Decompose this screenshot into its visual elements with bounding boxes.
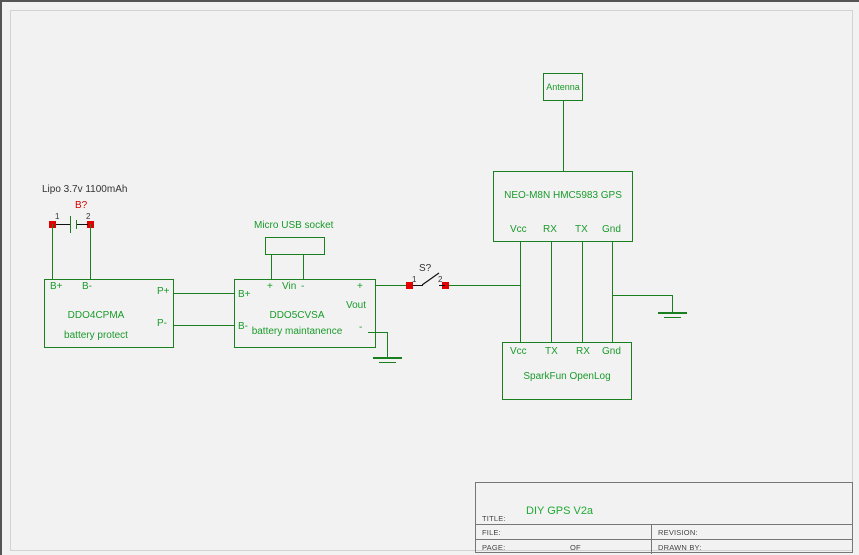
usb-socket-body[interactable] — [265, 237, 325, 255]
protect-pin-bminus: B- — [82, 281, 92, 292]
wire-gps-rx-to-log-tx — [551, 242, 552, 342]
battery-designator: B? — [75, 200, 88, 211]
wire-vout-minus — [368, 332, 388, 333]
title-block: DIY GPS V2a TITLE: FILE: PAGE: OF REVISI… — [475, 482, 853, 554]
switch-blade-icon — [421, 272, 440, 286]
wire-vcc-bus — [520, 242, 521, 342]
openlog-pin-tx: TX — [545, 346, 558, 357]
openlog-pin-gnd: Gnd — [602, 346, 621, 357]
title-block-title-label: TITLE: — [482, 514, 506, 523]
wire-gps-tx-to-log-rx — [582, 242, 583, 342]
title-block-revision-label: REVISION: — [658, 528, 698, 537]
switch-lead-right — [439, 285, 445, 286]
protect-description: battery protect — [64, 330, 128, 341]
title-block-of-label: OF — [570, 543, 581, 552]
gps-part-number: NEO-M8N HMC5983 GPS — [504, 190, 622, 201]
gps-pin-tx: TX — [575, 224, 588, 235]
battery-maintenance-block[interactable] — [234, 279, 376, 348]
antenna-block[interactable] — [543, 73, 583, 101]
title-block-divider-horizontal-2 — [476, 539, 852, 540]
ground-left-bar1 — [373, 357, 402, 359]
title-block-title-value: DIY GPS V2a — [526, 505, 594, 517]
protect-part-number: DDO4CPMA — [67, 310, 125, 321]
openlog-pin-rx: RX — [576, 346, 590, 357]
gps-module-block[interactable] — [493, 171, 633, 242]
maintenance-pin-vin-minus: - — [301, 281, 305, 292]
wire-gnd-bus — [612, 242, 613, 342]
title-block-file-label: FILE: — [482, 528, 501, 537]
antenna-label: Antenna — [546, 82, 580, 92]
openlog-module-block[interactable] — [502, 342, 632, 400]
title-block-divider-horizontal-1 — [476, 524, 852, 525]
protect-pin-pminus: P- — [157, 318, 167, 329]
gps-pin-rx: RX — [543, 224, 557, 235]
maintenance-description: battery maintanence — [251, 326, 343, 337]
wire-battery-pos-to-bplus — [52, 224, 53, 280]
maintenance-pin-vin-plus: + — [267, 281, 273, 292]
usb-socket-label: Micro USB socket — [254, 220, 334, 231]
battery-plate-short — [76, 220, 77, 229]
switch-pin2-label: 2 — [438, 275, 443, 284]
gps-pin-gnd: Gnd — [602, 224, 621, 235]
battery-lead-left — [56, 224, 70, 225]
wire-pminus-to-bminus — [174, 325, 234, 326]
wire-antenna-to-gps — [563, 101, 564, 171]
title-block-drawn-by-label: DRAWN BY: — [658, 543, 702, 552]
wire-ground-symbol-drop — [672, 295, 673, 312]
switch-lead-left — [413, 285, 423, 286]
maintenance-pin-vout-label: Vout — [346, 300, 367, 311]
battery-pin2-label: 2 — [86, 212, 91, 221]
openlog-pin-vcc: Vcc — [510, 346, 527, 357]
wire-battery-neg-to-bminus — [90, 224, 91, 280]
wire-pplus-to-bplus — [174, 293, 234, 294]
wire-switch-to-vcc-bus — [449, 285, 521, 286]
battery-plate-long — [70, 216, 71, 233]
title-block-page-label: PAGE: — [482, 543, 506, 552]
page-border — [10, 10, 853, 551]
battery-spec-label: Lipo 3.7v 1100mAh — [42, 184, 128, 195]
maintenance-pin-bminus: B- — [238, 321, 248, 332]
battery-protect-block[interactable] — [44, 279, 174, 348]
wire-vout-plus-to-switch — [376, 285, 409, 286]
maintenance-pin-bplus: B+ — [238, 289, 251, 300]
switch-blade[interactable] — [421, 272, 440, 286]
maintenance-pin-vin-label: Vin — [282, 281, 297, 292]
switch-designator: S? — [419, 263, 432, 274]
switch-pad-2[interactable] — [442, 282, 449, 289]
ground-right-bar1 — [658, 312, 687, 314]
openlog-part-number: SparkFun OpenLog — [523, 371, 611, 382]
wire-vout-minus-down — [387, 332, 388, 357]
maintenance-pin-vout-minus: - — [359, 322, 363, 333]
gps-pin-vcc: Vcc — [510, 224, 527, 235]
title-block-divider-vertical — [651, 524, 652, 554]
protect-pin-pplus: P+ — [157, 286, 170, 297]
ground-left-bar2 — [379, 362, 396, 363]
battery-pin1-label: 1 — [55, 212, 60, 221]
maintenance-part-number: DDO5CVSA — [269, 310, 325, 321]
ground-right-bar2 — [664, 317, 681, 318]
wire-gnd-to-ground-symbol — [612, 295, 673, 296]
wire-usb-vin-plus — [271, 255, 272, 280]
protect-pin-bplus: B+ — [50, 281, 63, 292]
switch-pin1-label: 1 — [412, 275, 417, 284]
switch-pad-1[interactable] — [406, 282, 413, 289]
wire-usb-vin-minus — [303, 255, 304, 280]
maintenance-pin-vout-plus: + — [357, 281, 363, 292]
battery-lead-right — [77, 224, 88, 225]
